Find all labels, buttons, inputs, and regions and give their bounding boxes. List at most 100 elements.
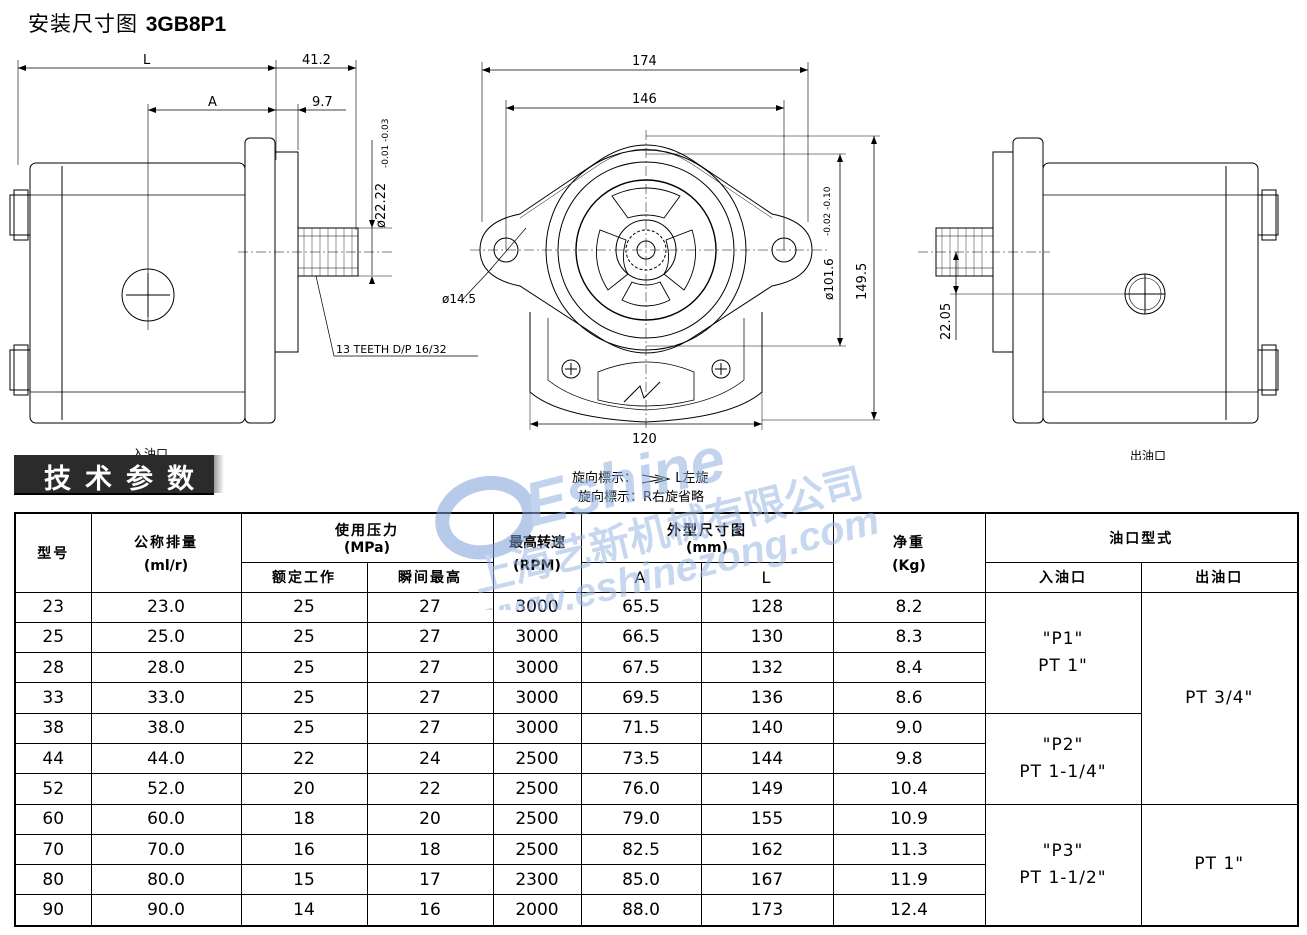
header-model: 型号 — [14, 512, 92, 593]
cell-weight: 8.6 — [832, 682, 986, 714]
cell-rated-pressure: 25 — [240, 621, 368, 654]
cell-dim-L: 162 — [700, 833, 834, 866]
cell-dim-A: 65.5 — [580, 591, 702, 623]
header-dim-A: A — [580, 561, 702, 593]
cell-dim-A: 66.5 — [580, 621, 702, 654]
rotation-note-label: 旋向標示： — [572, 471, 638, 486]
section-banner-shade — [214, 455, 224, 493]
header-weight-label: 净重 — [893, 534, 925, 551]
spec-table: 型号 公称排量 (ml/r) 使用压力 (MPa) 最高转速 (RPM) 外型尺… — [14, 512, 1299, 927]
cell-weight: 8.4 — [832, 652, 986, 684]
dim-L: L — [143, 53, 151, 68]
header-displacement-label: 公称排量 — [134, 534, 198, 551]
cell-dim-A: 67.5 — [580, 652, 702, 684]
cell-weight: 10.4 — [832, 773, 986, 805]
section-banner-text: 技术参数 — [44, 464, 208, 495]
dim-41-2: 41.2 — [302, 53, 331, 68]
cell-dim-L: 140 — [700, 712, 834, 744]
cell-model: 90 — [14, 894, 92, 927]
cell-peak-pressure: 18 — [366, 833, 494, 866]
header-rated: 额定工作 — [240, 561, 368, 593]
cell-dim-L: 132 — [700, 652, 834, 684]
cell-displacement: 44.0 — [90, 742, 242, 775]
cell-peak-pressure: 22 — [366, 773, 494, 805]
header-speed-label: 最高转速 — [509, 534, 565, 551]
dim-149-5: 149.5 — [855, 263, 870, 300]
label-outlet-right: 出油口 — [1130, 449, 1166, 460]
cell-inlet-port: "P2" PT 1-1/4" — [984, 712, 1142, 805]
cell-peak-pressure: 20 — [366, 803, 494, 835]
cell-model: 80 — [14, 864, 92, 896]
inlet-port-code: "P3" — [1042, 840, 1084, 861]
dim-pilot-tol: -0.02 -0.10 — [823, 186, 833, 236]
cell-rated-pressure: 16 — [240, 833, 368, 866]
title-model: 3GB8P1 — [145, 13, 227, 36]
header-pressure-label: 使用压力 — [335, 522, 399, 539]
side-view-left: L 41.2 A 9.7 — [9, 53, 478, 460]
cell-rated-pressure: 18 — [240, 803, 368, 835]
header-outlet: 出油口 — [1140, 561, 1299, 593]
rotation-note-line2: 旋向標示：R右旋省略 — [578, 490, 705, 505]
dim-146: 146 — [632, 92, 657, 107]
cell-displacement: 33.0 — [90, 682, 242, 714]
inlet-port-size: PT 1-1/4" — [1019, 761, 1107, 782]
cell-weight: 11.9 — [832, 864, 986, 896]
cell-model: 25 — [14, 621, 92, 654]
cell-inlet-port: "P1"PT 1" — [984, 591, 1142, 714]
cell-weight: 9.0 — [832, 712, 986, 744]
cell-dim-L: 128 — [700, 591, 834, 623]
cell-max-speed: 2500 — [492, 742, 582, 775]
cell-dim-A: 71.5 — [580, 712, 702, 744]
section-banner: 技术参数 — [14, 455, 214, 495]
cell-max-speed: 3000 — [492, 712, 582, 744]
header-dimensions-label: 外型尺寸图 — [667, 522, 747, 539]
cell-max-speed: 2000 — [492, 894, 582, 927]
dim-174: 174 — [632, 54, 657, 69]
cell-max-speed: 2500 — [492, 803, 582, 835]
cell-displacement: 70.0 — [90, 833, 242, 866]
title-prefix: 安装尺寸图 — [28, 12, 138, 36]
header-peak: 瞬间最高 — [366, 561, 494, 593]
cell-dim-A: 85.0 — [580, 864, 702, 896]
cell-rated-pressure: 15 — [240, 864, 368, 896]
cell-model: 52 — [14, 773, 92, 805]
cell-max-speed: 2500 — [492, 773, 582, 805]
dim-hole: ø14.5 — [442, 292, 476, 306]
cell-displacement: 60.0 — [90, 803, 242, 835]
header-displacement-unit: (ml/r) — [143, 557, 189, 574]
cell-max-speed: 3000 — [492, 591, 582, 623]
inlet-port-code: "P2" — [1042, 734, 1084, 755]
cell-model: 70 — [14, 833, 92, 866]
cell-outlet-port: PT 1" — [1140, 803, 1299, 927]
inlet-port-size: PT 1" — [1038, 655, 1088, 676]
cell-dim-A: 88.0 — [580, 894, 702, 927]
header-dimensions-unit: (mm) — [686, 539, 728, 556]
cell-dim-A: 82.5 — [580, 833, 702, 866]
dim-22-05: 22.05 — [939, 303, 954, 340]
rotation-note-left: L左旋 — [675, 471, 709, 486]
cell-displacement: 80.0 — [90, 864, 242, 896]
label-teeth: 13 TEETH D/P 16/32 — [336, 343, 447, 356]
cell-model: 23 — [14, 591, 92, 623]
dim-A: A — [208, 95, 217, 110]
cell-inlet-port: "P3"PT 1-1/2" — [984, 803, 1142, 927]
cell-rated-pressure: 25 — [240, 712, 368, 744]
side-view-right: 22.05 出油口 — [918, 137, 1279, 460]
cell-weight: 11.3 — [832, 833, 986, 866]
cell-peak-pressure: 27 — [366, 682, 494, 714]
cell-dim-A: 69.5 — [580, 682, 702, 714]
cell-dim-L: 167 — [700, 864, 834, 896]
cell-peak-pressure: 27 — [366, 652, 494, 684]
cell-peak-pressure: 27 — [366, 621, 494, 654]
cell-outlet-port: PT 3/4" — [1140, 591, 1299, 805]
cell-displacement: 23.0 — [90, 591, 242, 623]
header-dim-L: L — [700, 561, 834, 593]
header-ports: 油口型式 — [984, 512, 1299, 563]
cell-rated-pressure: 20 — [240, 773, 368, 805]
